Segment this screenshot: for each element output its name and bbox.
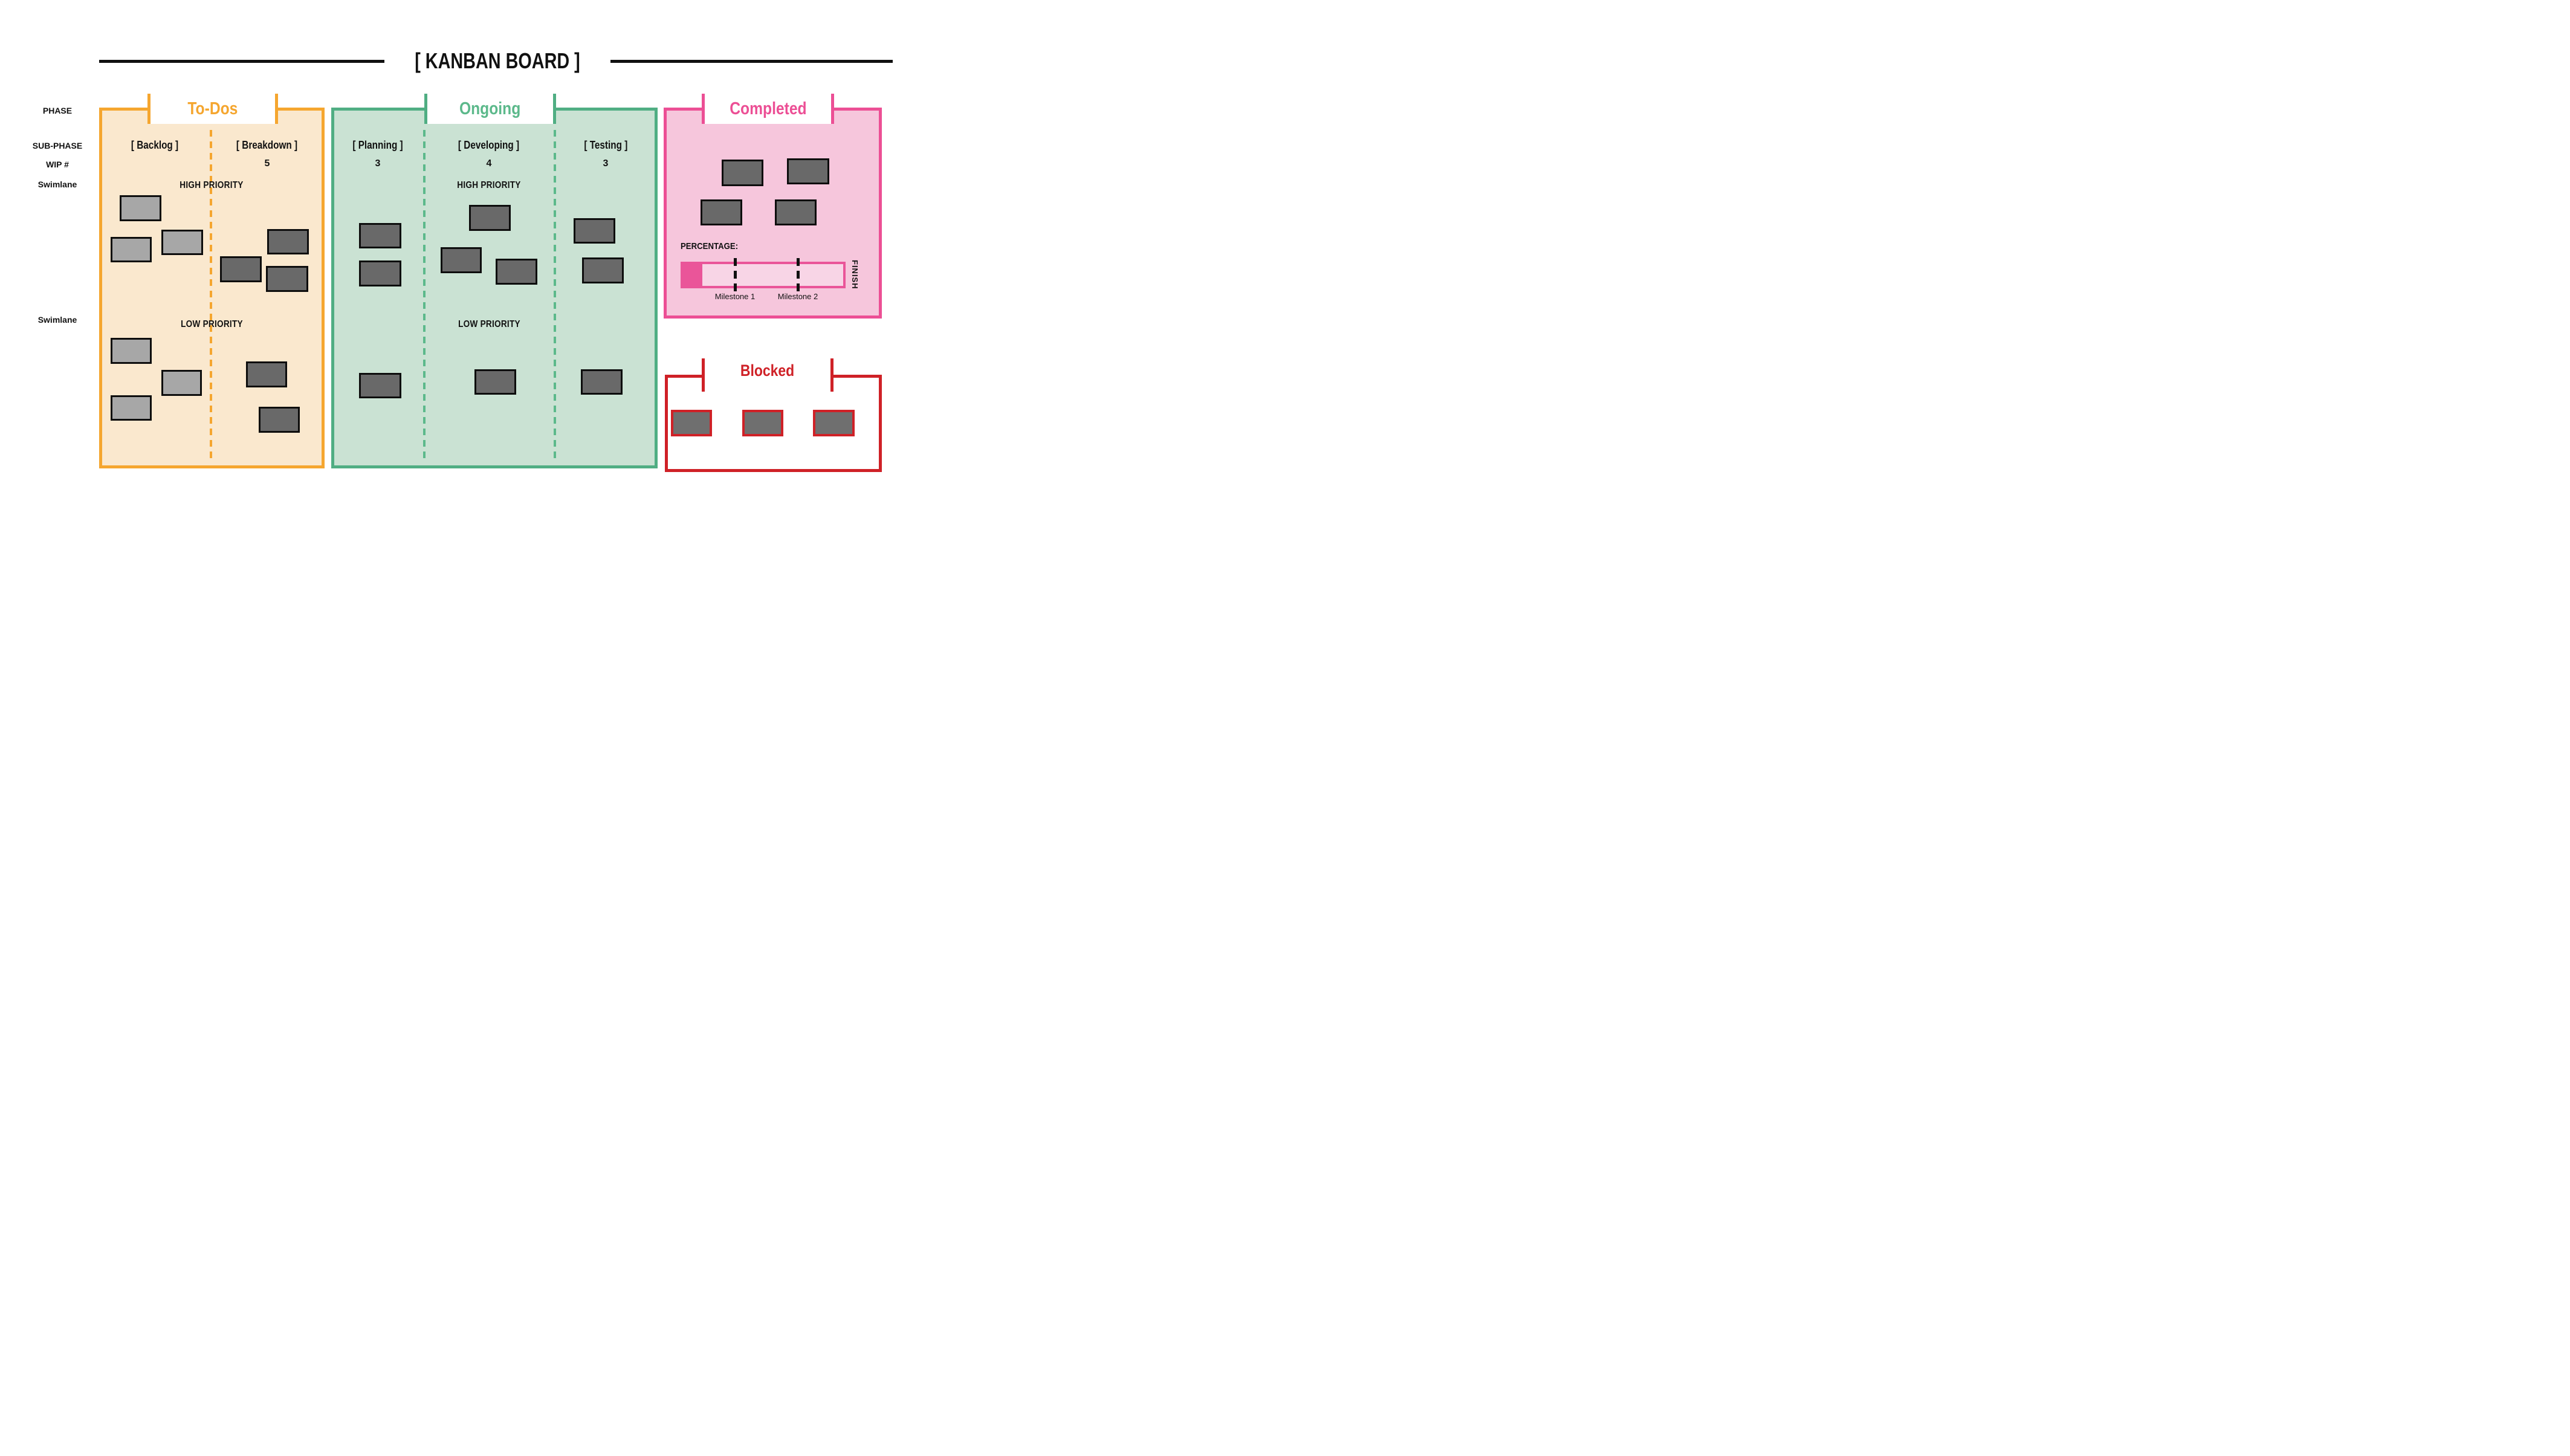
card-ongoing-testing-high-16[interactable] [574,218,615,244]
card-ongoing-testing-high-17[interactable] [582,257,624,283]
card-completed-24[interactable] [775,199,817,225]
card-todos-breakdown-high-3[interactable] [267,229,309,254]
milestone-1-marker [734,258,737,291]
title-rule-right [610,60,893,63]
card-ongoing-developing-high-15[interactable] [496,259,537,285]
blocked-header-bar-left [702,358,705,392]
card-todos-backlog-high-2[interactable] [161,230,203,255]
subphase-testing: [ Testing ] [584,139,627,151]
card-todos-breakdown-high-4[interactable] [220,256,262,282]
progress-bar [681,262,846,288]
blocked-title: Blocked [740,361,795,380]
card-todos-breakdown-low-10[interactable] [259,407,300,433]
wip-breakdown: 5 [264,158,270,169]
percentage-label: PERCENTAGE: [681,241,739,251]
page-title: [ KANBAN BOARD ] [415,48,580,73]
divider-todos-backlog-breakdown [210,130,212,462]
axis-label-swimlane-low: Swimlane [37,315,77,325]
swimlane-label-todos-high: HIGH PRIORITY [180,180,244,190]
axis-label-phase: PHASE [42,106,73,115]
milestone-2-label: Milestone 2 [777,292,818,301]
divider-ongoing-developing-testing [554,130,556,462]
milestone-1-label: Milestone 1 [714,292,756,301]
axis-label-swimlane-high: Swimlane [37,180,77,189]
title-rule-left [99,60,384,63]
card-ongoing-developing-high-14[interactable] [441,247,482,273]
divider-ongoing-planning-developing [423,130,426,462]
axis-label-sub-phase: SUB-PHASE [32,141,83,150]
subphase-developing: [ Developing ] [458,139,520,151]
wip-testing: 3 [603,158,609,169]
card-todos-backlog-low-8[interactable] [111,395,152,421]
column-ongoing [331,108,658,468]
blocked-header-gap [705,371,830,381]
card-todos-backlog-low-6[interactable] [111,338,152,364]
swimlane-label-ongoing-high: HIGH PRIORITY [457,180,521,190]
card-blocked-26[interactable] [742,410,783,436]
card-completed-22[interactable] [787,158,829,184]
card-ongoing-developing-low-19[interactable] [474,369,516,395]
subphase-backlog: [ Backlog ] [131,139,179,151]
card-todos-backlog-high-0[interactable] [120,195,161,221]
card-todos-breakdown-high-5[interactable] [266,266,308,292]
card-ongoing-planning-high-12[interactable] [359,260,401,286]
card-ongoing-planning-high-11[interactable] [359,223,401,248]
blocked-header-bar-right [830,358,833,392]
card-completed-23[interactable] [701,199,742,225]
wip-developing: 4 [486,158,492,169]
phase-header-todos: To-Dos [147,94,278,124]
card-ongoing-planning-low-18[interactable] [359,373,401,398]
phase-title-todos: To-Dos [187,99,238,118]
card-todos-backlog-high-1[interactable] [111,237,152,262]
card-ongoing-testing-low-20[interactable] [581,369,623,395]
phase-title-completed: Completed [729,99,807,118]
milestone-2-marker [797,258,800,291]
subphase-planning: [ Planning ] [352,139,403,151]
card-ongoing-developing-high-13[interactable] [469,205,511,231]
card-blocked-27[interactable] [813,410,855,436]
swimlane-label-ongoing-low: LOW PRIORITY [458,319,520,329]
card-todos-backlog-low-7[interactable] [161,370,202,396]
card-completed-21[interactable] [722,160,763,186]
card-todos-breakdown-low-9[interactable] [246,361,287,387]
wip-planning: 3 [375,158,381,169]
phase-header-completed: Completed [702,94,834,124]
progress-bar-fill [681,262,702,288]
axis-label-wip: WIP # [46,160,69,169]
finish-label: FINISH [850,260,859,290]
swimlane-label-todos-low: LOW PRIORITY [180,319,243,329]
subphase-breakdown: [ Breakdown ] [236,139,298,151]
kanban-board: [ KANBAN BOARD ] PHASE SUB-PHASE WIP # S… [0,0,934,529]
phase-header-ongoing: Ongoing [424,94,556,124]
phase-title-ongoing: Ongoing [459,99,521,118]
card-blocked-25[interactable] [671,410,712,436]
